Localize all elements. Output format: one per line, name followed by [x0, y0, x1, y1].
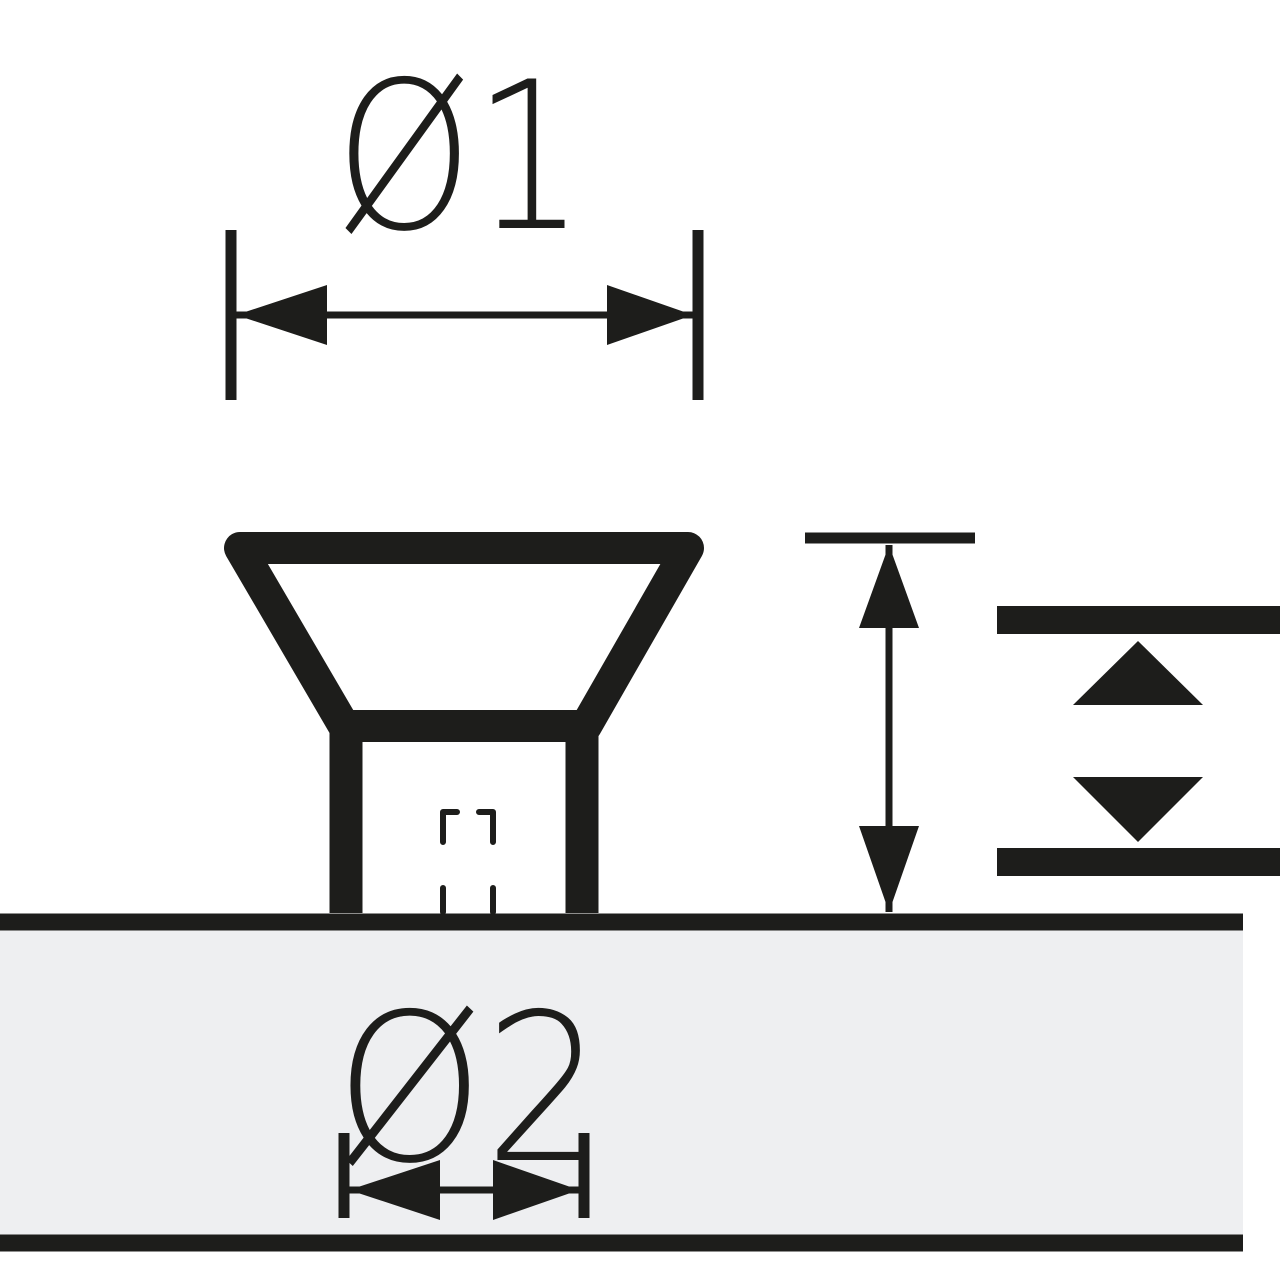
base-plate	[0, 913, 1243, 1252]
countersunk-screw-icon	[224, 532, 704, 915]
top-dim-arrow-left	[236, 285, 327, 345]
bottom-dim-arrow-right	[493, 1160, 579, 1220]
top-diameter-text: Ø1	[335, 39, 585, 277]
adjust-up-triangle	[1073, 641, 1203, 705]
top-diameter-dimension	[225, 230, 704, 400]
thread-mark-upper	[440, 809, 496, 845]
screw-head	[224, 532, 704, 742]
bottom-diameter-text: Ø2	[335, 971, 605, 1209]
height-adjust-icon	[997, 606, 1280, 876]
height-dimension	[805, 532, 975, 912]
top-diameter-label: Ø1	[335, 39, 585, 277]
bottom-diameter-label: Ø2	[335, 971, 605, 1209]
adjust-down-triangle	[1073, 777, 1203, 842]
top-dim-arrow-right	[607, 285, 693, 345]
bottom-diameter-dimension	[338, 1133, 590, 1220]
bottom-dim-arrow-left	[349, 1160, 440, 1220]
height-dim-arrow-up	[859, 545, 919, 628]
base-plate-fill	[0, 922, 1243, 1244]
height-dim-arrow-down	[859, 826, 919, 912]
